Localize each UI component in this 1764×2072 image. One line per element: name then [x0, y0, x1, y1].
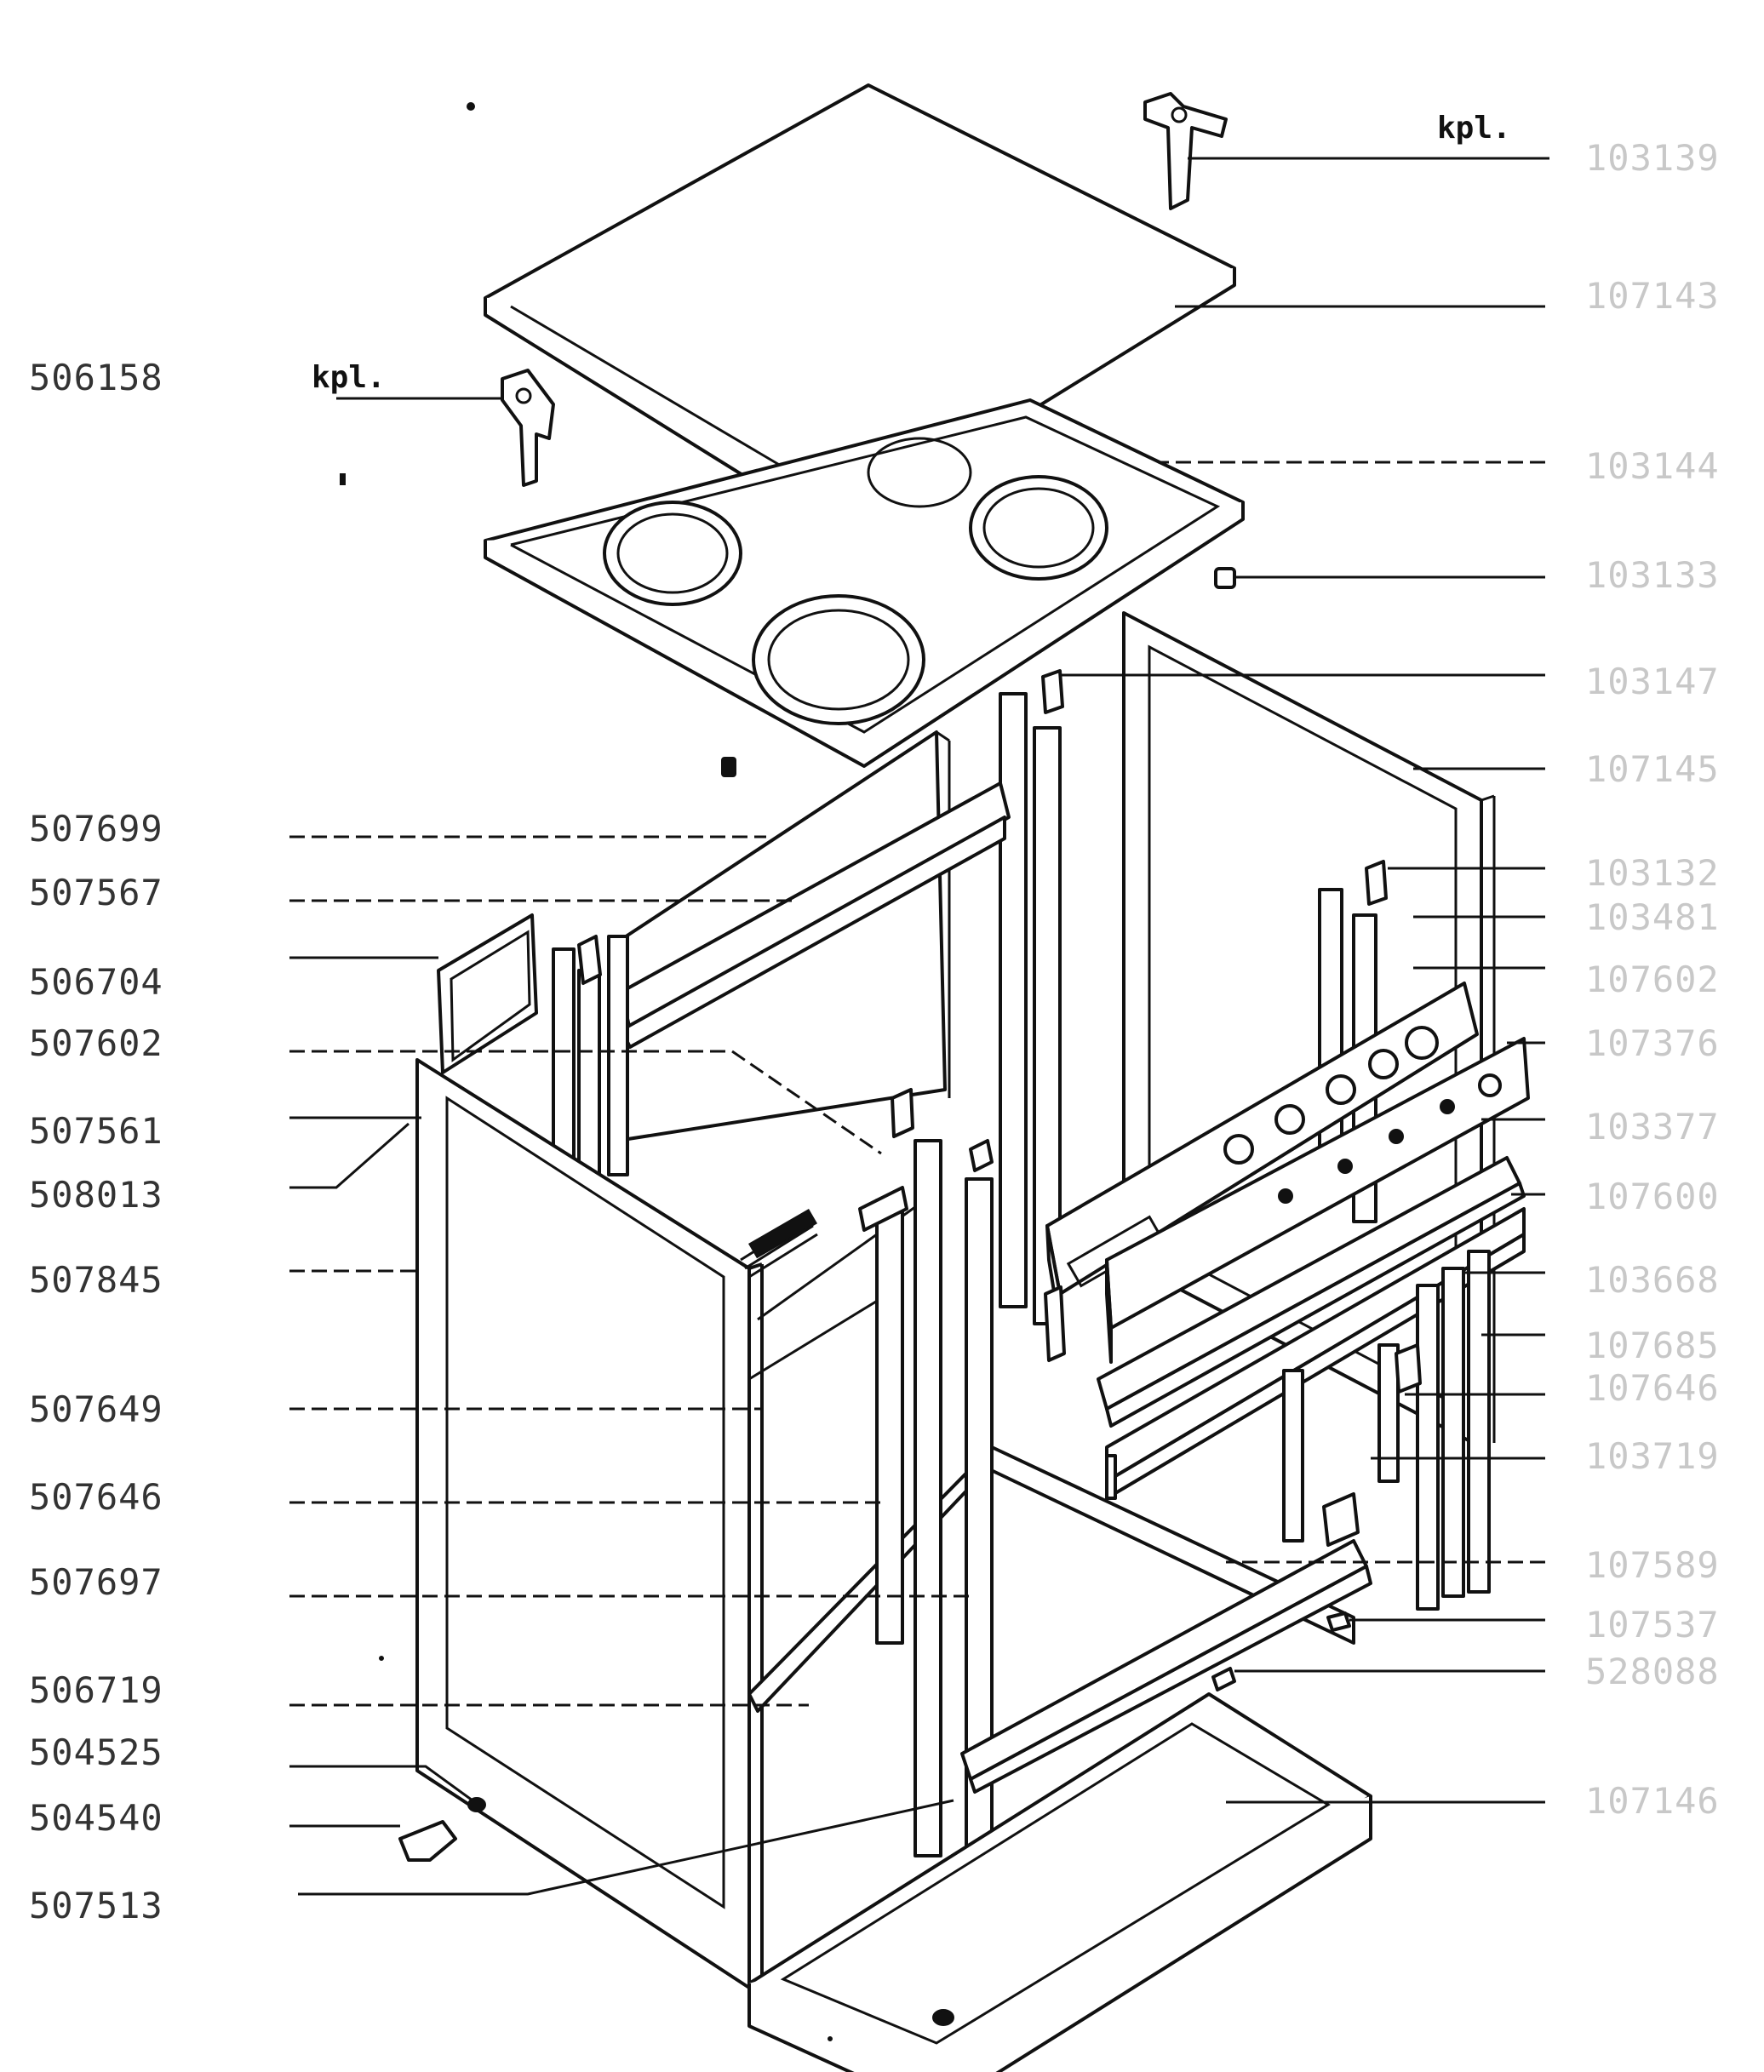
small-clip-right: [1214, 567, 1236, 589]
part-number-label: 107589: [1585, 1544, 1720, 1586]
hob-plate: [484, 398, 1245, 768]
part-number-label: 103147: [1585, 661, 1720, 702]
part-number-label: 506158: [29, 357, 163, 398]
part-number-label: 507697: [29, 1561, 163, 1603]
bottom-base-frame: [747, 1539, 1372, 2072]
part-number-label: 107143: [1585, 275, 1720, 317]
part-number-label: 504540: [29, 1797, 163, 1839]
hotplate-ring-front: [752, 594, 925, 725]
part-number-label: 107537: [1585, 1604, 1720, 1646]
part-number-label: 107602: [1585, 959, 1720, 1000]
bottom-small-parts: [398, 669, 1422, 2026]
part-number-label: 103481: [1585, 896, 1720, 938]
part-number-label: 507649: [29, 1388, 163, 1430]
kpl-label-left: kpl.: [312, 360, 386, 395]
part-number-label: 506719: [29, 1669, 163, 1711]
kpl-label-right: kpl.: [1437, 111, 1511, 146]
left-vertical-rails: [552, 935, 629, 1193]
center-long-rails: [858, 1139, 994, 1913]
control-knob-1: [1405, 1026, 1439, 1060]
part-number-label: 107376: [1585, 1022, 1720, 1064]
part-number-label: 507602: [29, 1022, 163, 1064]
control-knob-5: [1223, 1134, 1254, 1165]
part-number-label: 507567: [29, 872, 163, 913]
control-knob-4: [1274, 1104, 1305, 1135]
hotplate-ring-left: [603, 501, 742, 606]
hinge-part-left: [501, 369, 555, 487]
left-side-panel: [415, 1058, 764, 1989]
hinge-part-top-right: [1143, 92, 1228, 210]
control-bracket: [1105, 1037, 1530, 1364]
back-top-rail-frame: [611, 730, 1011, 1142]
part-number-label: 103668: [1585, 1259, 1720, 1301]
part-number-label: 107685: [1585, 1325, 1720, 1366]
part-number-label: 507699: [29, 808, 163, 850]
part-number-label: 107646: [1585, 1367, 1720, 1409]
hotplate-ring-right: [969, 475, 1108, 581]
part-number-label: 107600: [1585, 1176, 1720, 1217]
part-number-label: 103144: [1585, 445, 1720, 487]
control-knob-3: [1326, 1074, 1356, 1105]
left-back-wall: [437, 913, 538, 1074]
part-number-label: 507513: [29, 1885, 163, 1926]
part-number-label: 103133: [1585, 554, 1720, 596]
part-number-label: 103139: [1585, 137, 1720, 179]
left-leader-lines: [289, 397, 971, 1896]
part-number-label: 107145: [1585, 748, 1720, 790]
left-part-numbers: 506158 507699 507567 506704 507602 50756…: [29, 357, 163, 1926]
scan-specks: [340, 102, 833, 2041]
center-spring: [740, 1208, 818, 1279]
kpl-labels: kpl. kpl.: [312, 111, 1511, 395]
small-clip-center: [721, 757, 736, 777]
part-number-label: 507646: [29, 1476, 163, 1518]
part-number-label: 107146: [1585, 1780, 1720, 1822]
top-cover-lid: [484, 83, 1236, 534]
right-part-numbers: 103139 107143 103144 103133 103147 10714…: [1585, 137, 1720, 1822]
control-knob-2: [1368, 1049, 1399, 1079]
part-number-label: 528088: [1585, 1651, 1720, 1692]
part-number-label: 103377: [1585, 1106, 1720, 1148]
right-leader-lines: [1060, 157, 1549, 1804]
part-number-label: 103719: [1585, 1435, 1720, 1477]
part-number-label: 507845: [29, 1259, 163, 1301]
part-number-label: 103132: [1585, 852, 1720, 894]
part-number-label: 504525: [29, 1731, 163, 1773]
part-number-label: 507561: [29, 1110, 163, 1152]
right-rail-bundle: [1282, 1250, 1491, 1611]
part-number-label: 506704: [29, 961, 163, 1003]
part-number-label: 508013: [29, 1174, 163, 1216]
control-panel: [1045, 982, 1479, 1330]
